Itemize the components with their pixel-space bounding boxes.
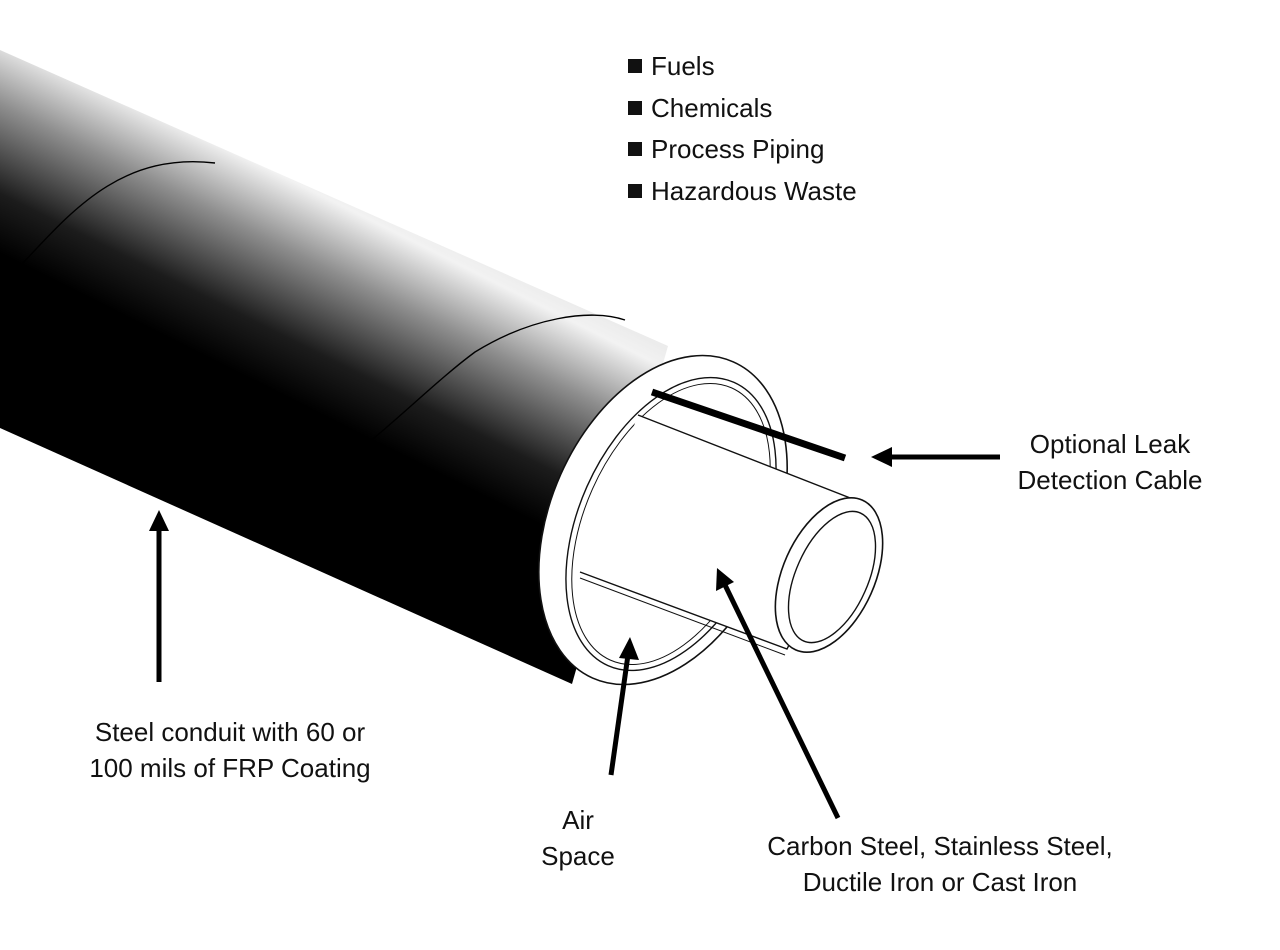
coating-seam-right	[257, 314, 626, 508]
air-space-label: Air Space	[541, 805, 615, 871]
list-item: Process Piping	[628, 129, 857, 171]
carrier-pipe-bore	[787, 510, 877, 644]
square-bullet-icon	[628, 100, 642, 115]
service-list: Fuels Chemicals Process Piping Hazardous…	[628, 46, 857, 212]
square-bullet-icon	[628, 59, 642, 73]
list-item: Fuels	[628, 46, 857, 88]
square-bullet-icon	[628, 183, 642, 198]
carrier-pipe-label: Carbon Steel, Stainless Steel, Ductile I…	[767, 831, 1113, 897]
steel-conduit	[0, 50, 668, 684]
air-space-arrow	[608, 637, 639, 776]
list-item: Hazardous Waste	[628, 171, 857, 213]
leak-cable-arrow	[871, 447, 1000, 467]
list-item: Chemicals	[628, 88, 857, 130]
leak-detection-cable	[650, 388, 847, 462]
coating-seam-left	[0, 160, 216, 287]
square-bullet-icon	[628, 142, 642, 156]
conduit-label: Steel conduit with 60 or 100 mils of FRP…	[89, 717, 371, 783]
leak-cable-label: Optional Leak Detection Cable	[1017, 429, 1203, 495]
conduit-arrow	[149, 510, 169, 682]
carrier-pipe-arrow	[716, 568, 841, 820]
